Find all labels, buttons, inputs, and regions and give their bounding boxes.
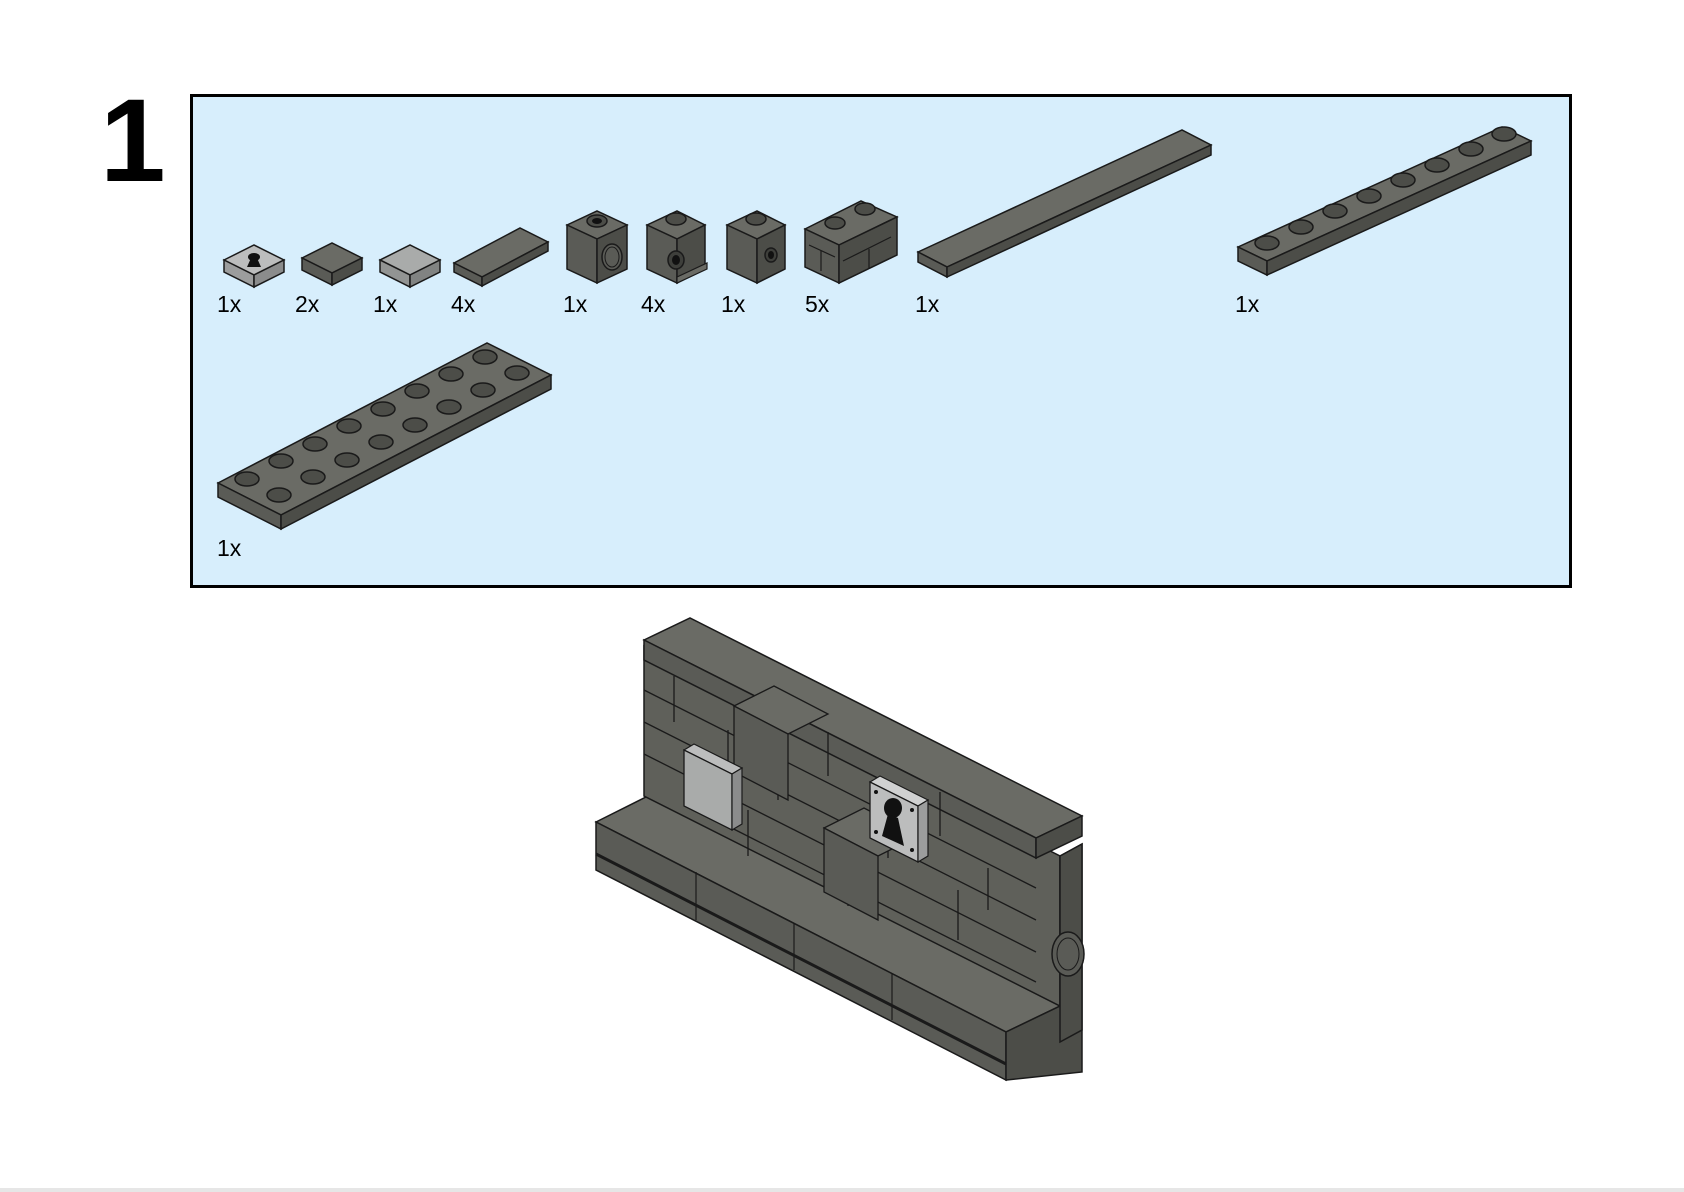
part-qty: 1x: [1235, 293, 1259, 316]
tile-1x8-icon: [915, 127, 1215, 287]
part-qty: 4x: [451, 293, 475, 316]
part-qty: 1x: [721, 293, 745, 316]
tile-1x1-dark-icon: [299, 240, 365, 288]
part-qty: 1x: [373, 293, 397, 316]
technic-brick-hole-icon: [563, 205, 633, 287]
part-qty: 5x: [805, 293, 829, 316]
part-qty: 4x: [641, 293, 665, 316]
plate-2x8-icon: [215, 333, 555, 533]
part-qty: 1x: [217, 537, 241, 560]
step-number: 1: [100, 82, 166, 200]
tile-1x1-light-icon: [377, 242, 443, 290]
part-qty: 1x: [915, 293, 939, 316]
part-qty: 1x: [563, 293, 587, 316]
brick-side-stud-icon: [643, 205, 711, 287]
technic-brick-small-hole-icon: [723, 205, 791, 287]
page-bottom-divider: [0, 1188, 1684, 1192]
masonry-brick-1x2-icon: [801, 195, 901, 287]
part-qty: 1x: [217, 293, 241, 316]
keyhole-tile-icon: [221, 242, 287, 290]
part-qty: 2x: [295, 293, 319, 316]
tile-1x2-icon: [451, 223, 551, 289]
plate-1x8-icon: [1235, 119, 1535, 283]
assembled-wall-model-icon: [588, 610, 1108, 1095]
parts-list-panel: 1x 2x 1x 4x: [190, 94, 1572, 588]
